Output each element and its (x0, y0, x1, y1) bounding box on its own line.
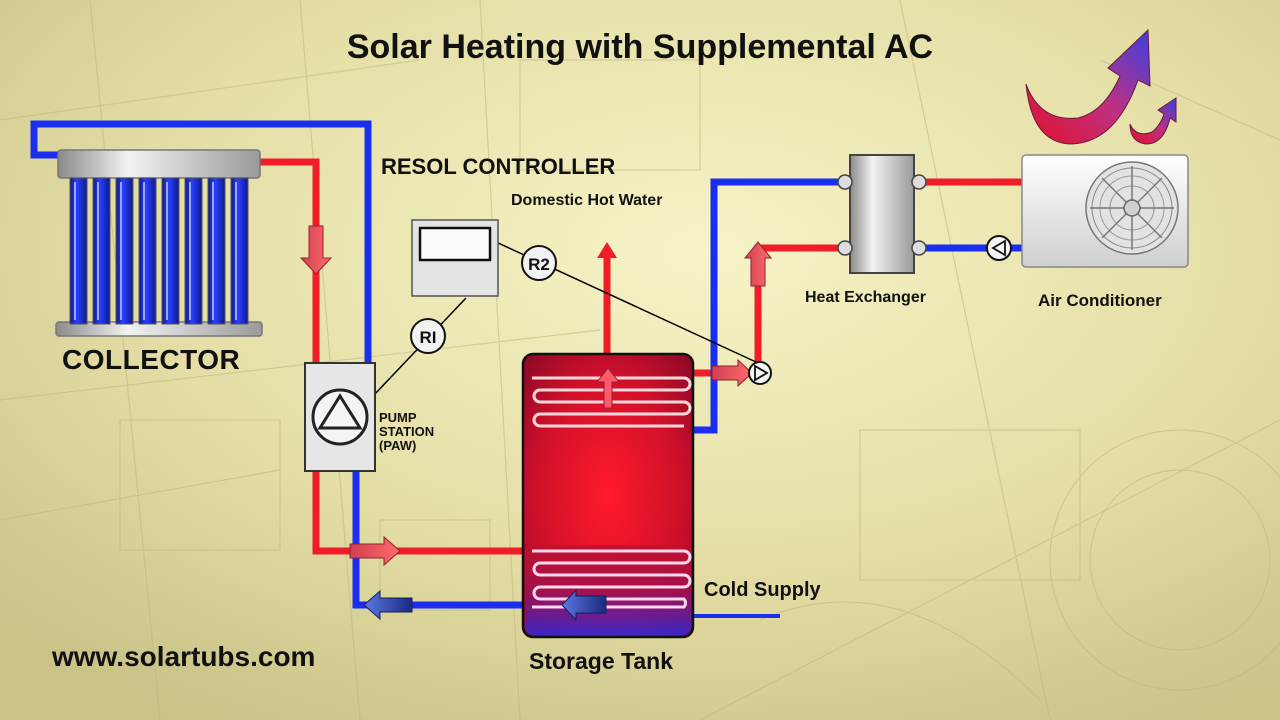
pump-station (304, 362, 376, 472)
hot-water-up-arrow (597, 242, 617, 258)
flow-arrow-down (299, 225, 333, 275)
lower-heat-coil (532, 549, 692, 609)
hx-flow-arrow-right (711, 358, 753, 388)
collector-supply-pipe (258, 158, 320, 365)
hx-return-pipe (692, 178, 840, 434)
sensor-r1: RI (410, 318, 446, 354)
domestic-hot-water-label: Domestic Hot Water (511, 192, 663, 209)
sensor-r2-label: R2 (528, 255, 550, 274)
pump-station-label: PUMP STATION (PAW) (379, 410, 435, 453)
solar-collector (55, 149, 263, 337)
controller-label: RESOL CONTROLLER (381, 154, 616, 179)
heat-exchanger-label: Heat Exchanger (805, 289, 926, 306)
circulator-pump-hx (748, 361, 772, 385)
resol-controller (411, 219, 499, 297)
air-conditioner-unit (1021, 154, 1189, 268)
heat-swoosh-arrows (1025, 28, 1177, 145)
flow-arrow-right (349, 535, 401, 567)
heat-exchanger (837, 154, 927, 274)
tank-coil-return-pipe (352, 470, 528, 609)
circulator-pump-ac (986, 235, 1012, 261)
tank-coil-supply-pipe (312, 470, 528, 555)
sensor-r2: R2 (521, 245, 557, 281)
website-url: www.solartubs.com (52, 641, 316, 672)
collector-return-pipe (30, 120, 372, 365)
tank-up-arrow (595, 367, 621, 409)
storage-tank-label: Storage Tank (529, 648, 673, 674)
cold-supply-label: Cold Supply (704, 579, 821, 601)
tank-cold-inflow-arrow (561, 588, 607, 622)
collector-label: COLLECTOR (62, 344, 241, 375)
storage-tank (521, 352, 695, 639)
hx-flow-arrow-up (743, 241, 773, 287)
air-conditioner-label: Air Conditioner (1038, 291, 1162, 310)
flow-arrow-left (363, 589, 413, 621)
page-title: Solar Heating with Supplemental AC (346, 28, 934, 66)
sensor-r1-label: RI (420, 328, 437, 347)
